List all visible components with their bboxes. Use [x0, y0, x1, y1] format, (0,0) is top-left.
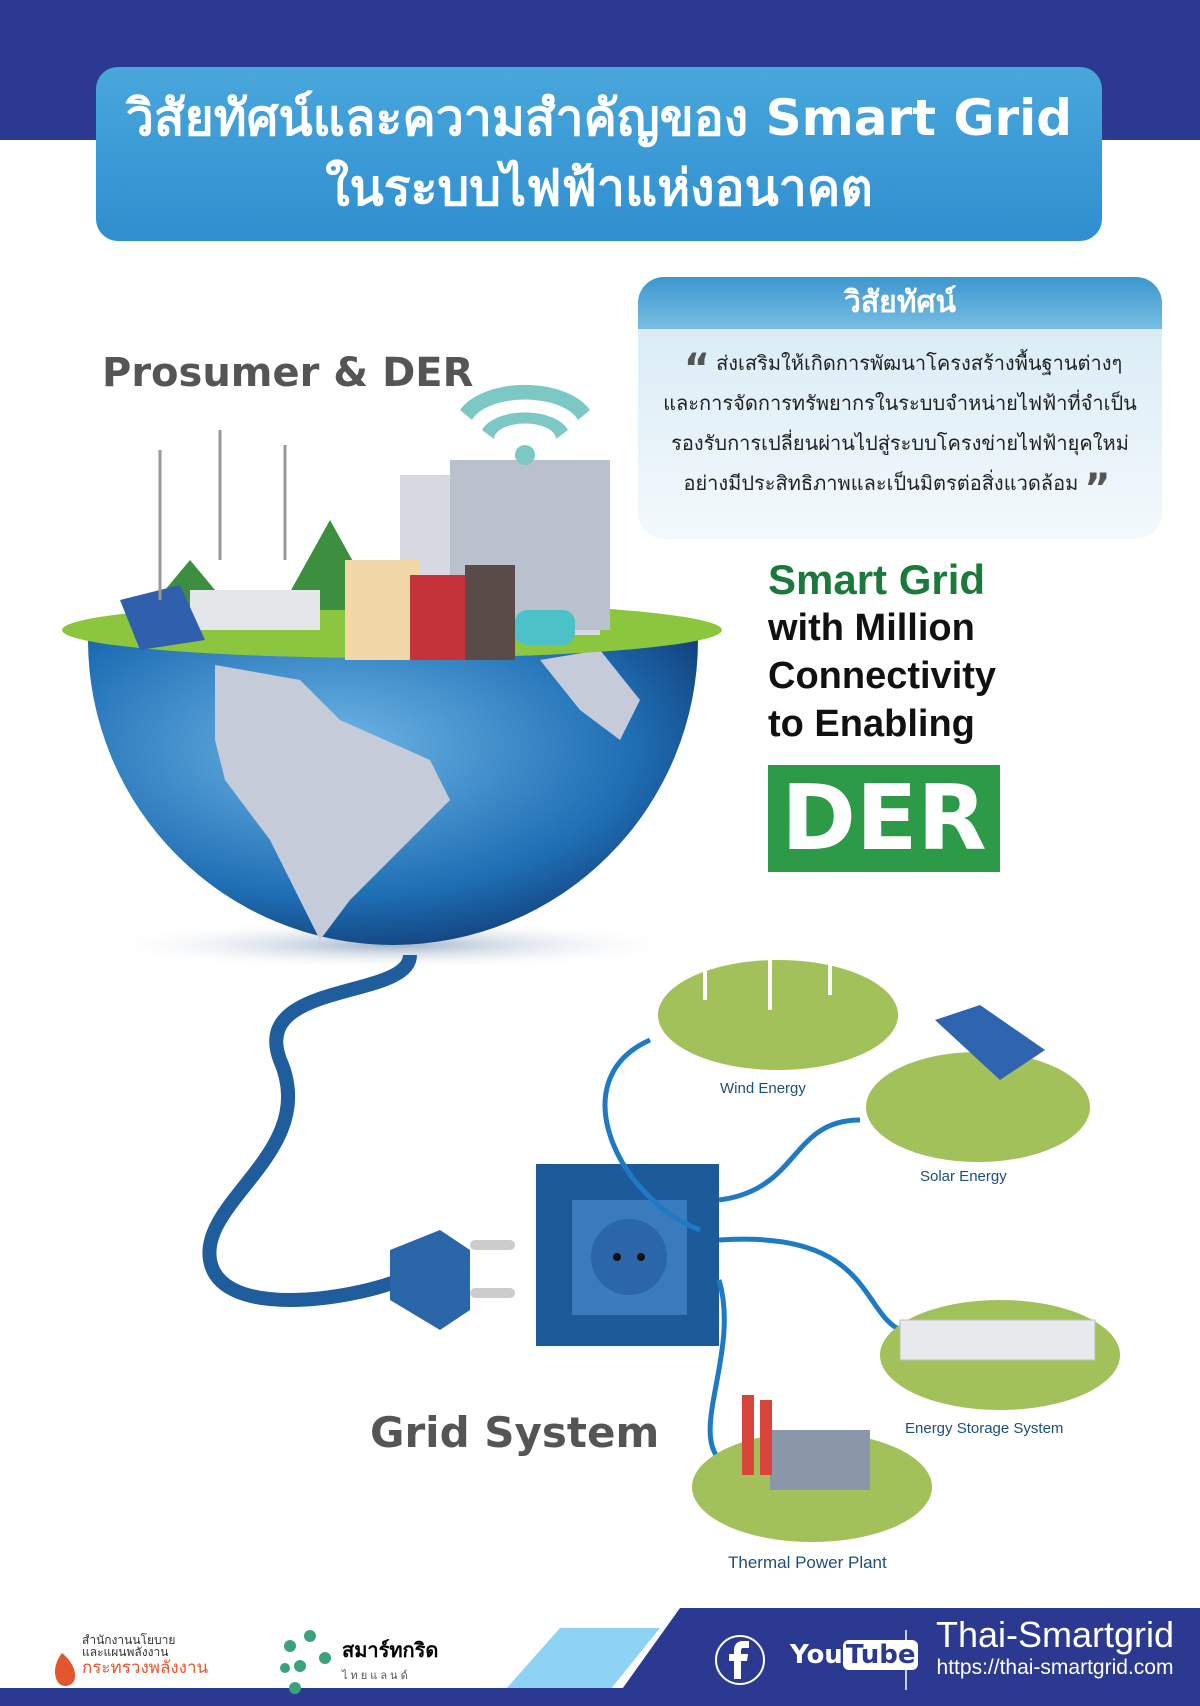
cable: [202, 953, 417, 1307]
thermal-power-label: Thermal Power Plant: [728, 1553, 887, 1572]
title-line-1: วิสัยทัศน์และความสำคัญของ Smart Grid: [125, 89, 1073, 147]
solar-energy-label: Solar Energy: [920, 1168, 1007, 1185]
website-link[interactable]: https://thai-smartgrid.com: [936, 1656, 1174, 1679]
vision-line: ส่งเสริมให้เกิดการพัฒนาโครงสร้างพื้นฐานต…: [716, 351, 1123, 375]
prosumer-heading: Prosumer & DER: [102, 350, 474, 396]
youtube-you: You: [790, 1640, 843, 1670]
vision-heading: วิสัยทัศน์: [638, 277, 1162, 329]
org-name: และแผนพลังงาน: [82, 1645, 169, 1659]
smartgrid-name: สมาร์ทกริด: [342, 1638, 439, 1662]
vision-line: และการจัดการทรัพยากรในระบบจำหน่ายไฟฟ้าที…: [663, 391, 1137, 415]
open-quote-icon: “: [683, 346, 711, 392]
solar-island: [866, 1052, 1090, 1162]
smartgrid-sub: ไทยแลนด์: [342, 1669, 411, 1682]
vision-line: รองรับการเปลี่ยนผ่านไปสู่ระบบโครงข่ายไฟฟ…: [671, 431, 1129, 455]
org-name: สำนักงานนโยบาย: [82, 1633, 176, 1647]
grid-system-heading: Grid System: [370, 1408, 660, 1457]
footer: สำนักงานนโยบาย และแผนพลังงาน กระทรวงพลัง…: [0, 1608, 1200, 1706]
energy-storage-label: Energy Storage System: [905, 1420, 1064, 1437]
youtube-tube: Tube: [842, 1640, 919, 1670]
vision-line: อย่างมีประสิทธิภาพและเป็นมิตรต่อสิ่งแวดล…: [683, 471, 1079, 495]
title-line-2: ในระบบไฟฟ้าแห่งอนาคต: [325, 159, 873, 217]
wind-island: [658, 960, 898, 1070]
brand-name: Thai-Smartgrid: [935, 1614, 1175, 1655]
ministry-name: กระทรวงพลังงาน: [82, 1658, 209, 1678]
tagline-line: Smart Grid: [768, 556, 986, 603]
facebook-icon: [715, 1635, 765, 1685]
globe-shadow: [92, 920, 692, 970]
vision-box: วิสัยทัศน์ “ส่งเสริมให้เกิดการพัฒนาโครงส…: [638, 277, 1162, 539]
tagline-line: to Enabling: [768, 703, 975, 745]
tagline-line: Connectivity: [768, 655, 997, 697]
continent: [215, 665, 450, 940]
tagline: Smart Grid with Million Connectivity to …: [768, 556, 996, 748]
der-badge: DER: [768, 765, 1000, 872]
tagline-line: with Million: [768, 607, 975, 649]
page-title: วิสัยทัศน์และความสำคัญของ Smart Grid ในร…: [96, 67, 1102, 241]
plug-icon: [390, 1230, 515, 1330]
wind-energy-label: Wind Energy: [720, 1080, 806, 1097]
socket-icon: [536, 1164, 719, 1346]
smartgrid-logo-icon: [280, 1630, 331, 1694]
close-quote-icon: ”: [1084, 466, 1111, 512]
ministry-logo-icon: [54, 1653, 76, 1686]
